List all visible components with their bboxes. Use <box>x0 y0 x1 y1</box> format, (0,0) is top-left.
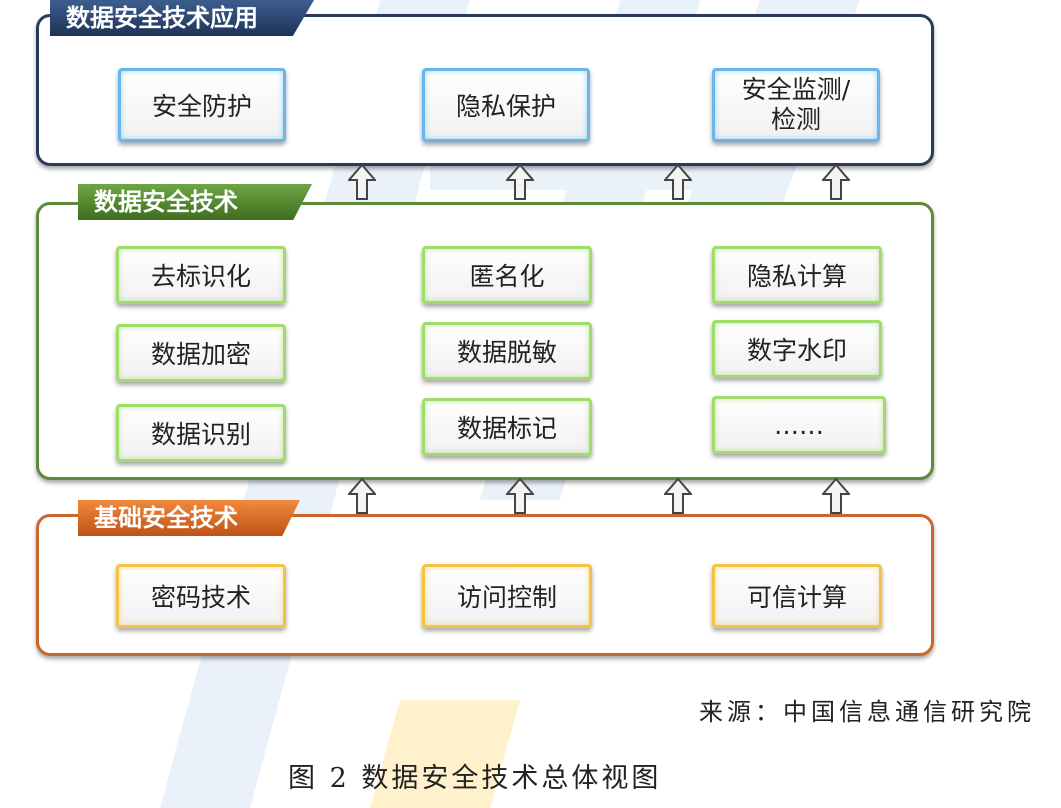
tech-box-label: 数据脱敏 <box>456 338 557 367</box>
figure-caption: 图 2 数据安全技术总体视图 <box>288 763 662 794</box>
tech-box-tagging: 数据标记 <box>422 398 592 456</box>
up-arrow-icon <box>822 164 850 200</box>
app-box-label-multiline: 安全监测/ 检测 <box>742 75 850 135</box>
app-box-label: 隐私保护 <box>455 92 556 121</box>
app-box-privacy: 隐私保护 <box>422 68 590 142</box>
app-box-label: 安全防护 <box>151 92 252 121</box>
tech-box-privacy-computing: 隐私计算 <box>712 246 882 304</box>
tech-box-label: 数据加密 <box>150 340 251 369</box>
up-arrow-icon <box>506 478 534 514</box>
base-box-label: 密码技术 <box>150 583 251 612</box>
tech-box-deidentification: 去标识化 <box>116 246 286 304</box>
technology-section-title: 数据安全技术 <box>78 184 312 220</box>
foundation-section-title: 基础安全技术 <box>78 500 300 536</box>
up-arrow-icon <box>348 478 376 514</box>
tech-box-watermark: 数字水印 <box>712 320 882 378</box>
base-box-label: 可信计算 <box>746 583 847 612</box>
up-arrow-icon <box>348 164 376 200</box>
tech-box-label: 匿名化 <box>469 262 545 291</box>
tech-box-label: 隐私计算 <box>746 262 847 291</box>
tech-box-label: 去标识化 <box>150 262 251 291</box>
tech-box-label: 数据标记 <box>456 414 557 443</box>
up-arrow-icon <box>506 164 534 200</box>
tech-box-encryption: 数据加密 <box>116 324 286 382</box>
base-box-cryptography: 密码技术 <box>116 564 286 628</box>
tech-box-label: …… <box>774 410 824 440</box>
tech-box-identification: 数据识别 <box>116 404 286 462</box>
up-arrow-icon <box>664 478 692 514</box>
up-arrow-icon <box>664 164 692 200</box>
app-box-label-line: 安全监测/ <box>741 75 851 104</box>
tech-box-more: …… <box>712 396 886 454</box>
tech-box-label: 数字水印 <box>746 336 847 365</box>
up-arrow-icon <box>822 478 850 514</box>
tech-box-masking: 数据脱敏 <box>422 322 592 380</box>
base-box-access-control: 访问控制 <box>422 564 592 628</box>
base-box-label: 访问控制 <box>456 583 557 612</box>
app-box-label-line: 检测 <box>770 105 821 134</box>
app-box-protection: 安全防护 <box>118 68 286 142</box>
application-section-title: 数据安全技术应用 <box>50 0 314 36</box>
tech-box-label: 数据识别 <box>150 420 251 449</box>
tech-box-anonymization: 匿名化 <box>422 246 592 304</box>
source-note: 来源：中国信息通信研究院 <box>699 698 1035 726</box>
base-box-trusted-computing: 可信计算 <box>712 564 882 628</box>
app-box-monitoring: 安全监测/ 检测 <box>712 68 880 142</box>
